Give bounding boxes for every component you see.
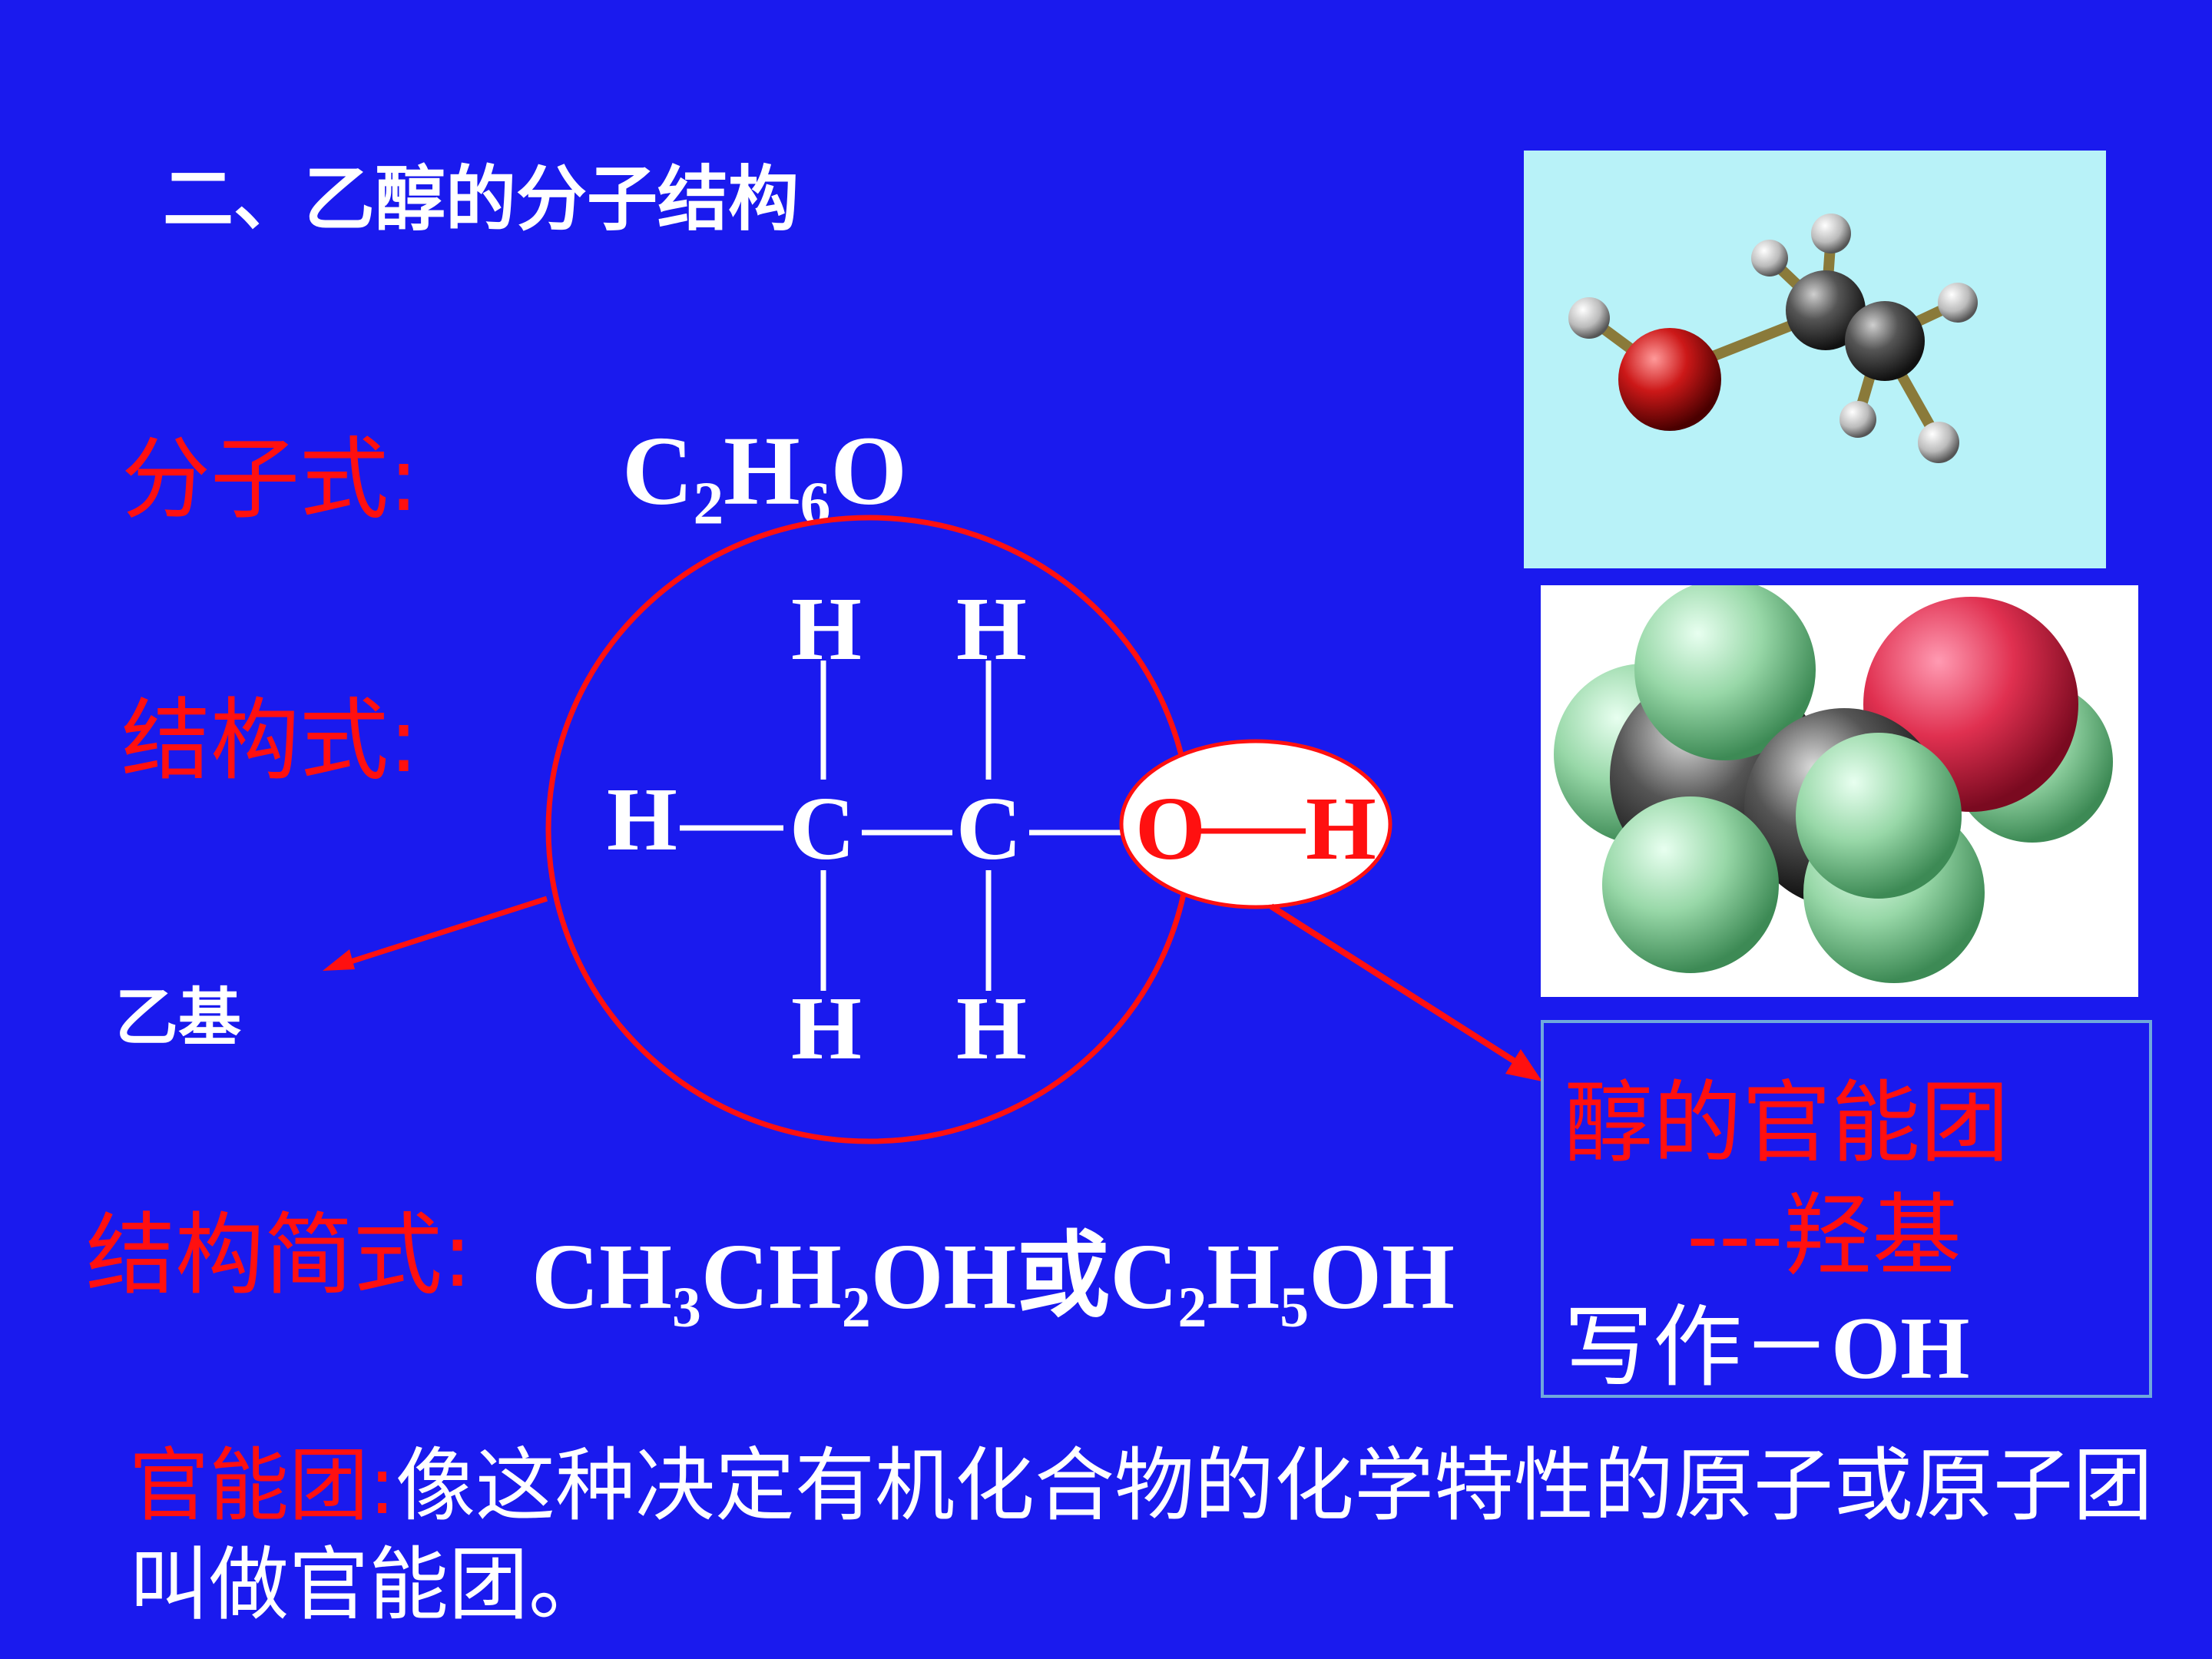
condensed-formula-label: 结构简式: bbox=[86, 1204, 473, 1307]
definition-term: 官能团: bbox=[129, 1439, 396, 1532]
functional-group-name: ---羟基 bbox=[1687, 1184, 1962, 1288]
functional-group-definition: 官能团:像这种决定有机化合物的化学特性的原子或原子团叫做官能团。 bbox=[129, 1436, 2187, 1634]
hydroxyl-arrow-line bbox=[1269, 903, 1527, 1071]
condensed-formula: CH3CH2OH或C2H5OH bbox=[531, 1225, 1455, 1340]
atom-o: O bbox=[1135, 778, 1206, 879]
atom-h-oh: H bbox=[1306, 778, 1376, 879]
ethyl-arrow-line bbox=[335, 896, 548, 969]
molecular-formula-label: 分子式: bbox=[121, 428, 419, 531]
atom-h-bottom-left: H bbox=[791, 978, 862, 1078]
functional-group-box bbox=[1541, 1020, 2152, 1398]
page-title: 二、乙醇的分子结构 bbox=[163, 158, 800, 240]
structural-formula-label: 结构式: bbox=[121, 689, 419, 793]
molecular-formula: C2H6O bbox=[622, 416, 907, 538]
atom-h-left: H bbox=[607, 769, 677, 869]
atom-h-top-right: H bbox=[956, 578, 1027, 679]
atom-c1: C bbox=[790, 778, 856, 879]
ethyl-arrow-head bbox=[323, 949, 355, 971]
atom-h-bottom-right: H bbox=[956, 978, 1027, 1078]
atom-c2: C bbox=[956, 778, 1022, 879]
definition-text: 像这种决定有机化合物的化学特性的原子或原子团叫做官能团。 bbox=[129, 1439, 2154, 1631]
atom-h-top-left: H bbox=[791, 578, 862, 679]
functional-group-title: 醇的官能团 bbox=[1564, 1071, 2009, 1175]
hydroxyl-ellipse bbox=[1119, 739, 1392, 909]
ethyl-label: 乙基 bbox=[115, 982, 242, 1055]
space-filling-model-icon bbox=[1541, 579, 2138, 997]
functional-group-notation: 写作－OH bbox=[1564, 1296, 1970, 1399]
hydroxyl-arrow-head bbox=[1505, 1049, 1542, 1081]
ball-and-stick-model-icon bbox=[1524, 151, 2106, 568]
